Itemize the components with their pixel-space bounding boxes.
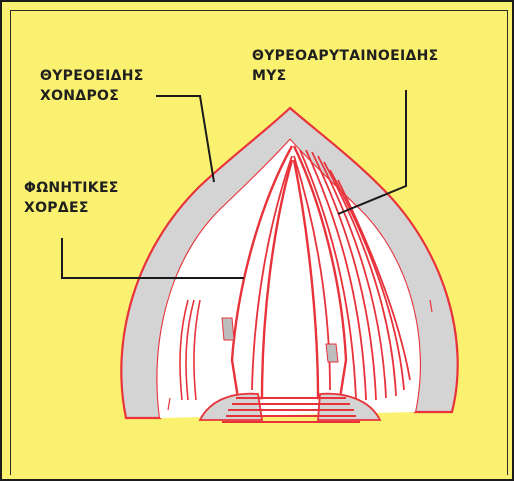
- label-thyroarytenoid-muscle-line2: ΜΥΣ: [252, 66, 439, 86]
- label-thyroarytenoid-muscle: ΘΥΡΕΟΑΡΥΤΑΙΝΟΕΙΔΗΣ ΜΥΣ: [252, 46, 439, 86]
- label-thyroid-cartilage: ΘΥΡΕΟΕΙΔΗΣ ΧΟΝΔΡΟΣ: [40, 66, 144, 106]
- label-thyroarytenoid-muscle-line1: ΘΥΡΕΟΑΡΥΤΑΙΝΟΕΙΔΗΣ: [252, 46, 439, 66]
- right-arch-shadow: [326, 344, 338, 362]
- left-arch-shadow: [222, 318, 234, 340]
- pointer-thyroid-cartilage: [156, 96, 214, 182]
- label-thyroid-cartilage-line2: ΧΟΝΔΡΟΣ: [40, 86, 144, 106]
- label-vocal-cords-line2: ΧΟΡΔΕΣ: [24, 198, 119, 218]
- label-thyroid-cartilage-line1: ΘΥΡΕΟΕΙΔΗΣ: [40, 66, 144, 86]
- label-vocal-cords: ΦΩΝΗΤΙΚΕΣ ΧΟΡΔΕΣ: [24, 178, 119, 218]
- label-vocal-cords-line1: ΦΩΝΗΤΙΚΕΣ: [24, 178, 119, 198]
